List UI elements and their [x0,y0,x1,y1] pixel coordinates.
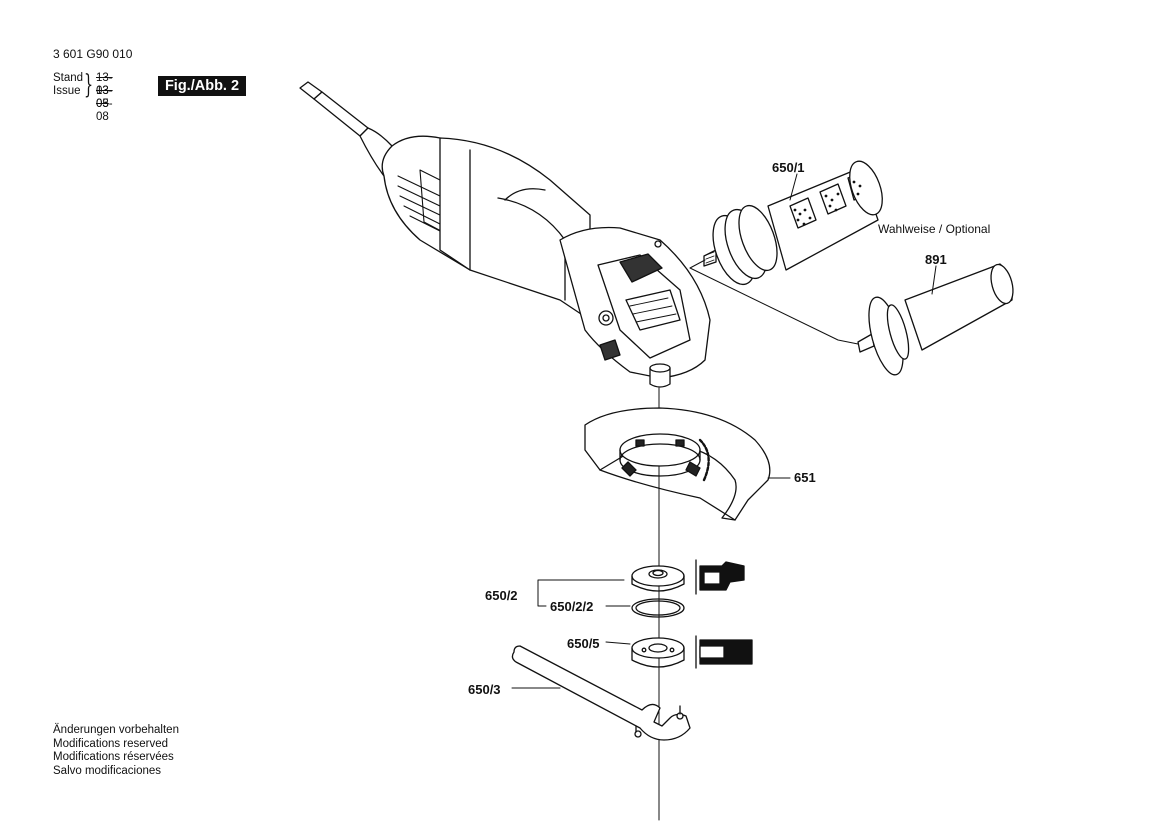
leader-650-2-2-bracket [537,595,547,607]
callout-650-1: 650/1 [772,160,805,175]
optional-note: Wahlweise / Optional [878,222,991,236]
brace-glyph: } [84,70,94,100]
leader-650-2 [537,579,625,597]
leader-891 [931,265,937,295]
modifications-note: Änderungen vorbehalten Modifications res… [53,724,179,778]
flange-650-2 [631,565,685,592]
callout-650-3: 650/3 [468,682,501,697]
issue-label: Issue [53,85,81,97]
callout-891: 891 [925,252,947,267]
side-handle-891 [857,263,1014,376]
callout-650-2-2: 650/2/2 [550,599,594,614]
issue-row: Issue [53,85,85,98]
stand-label: Stand [53,72,84,84]
footer-line-es: Salvo modificaciones [53,764,162,777]
side-handle-650-1 [703,160,883,286]
footer-line-en: Modifications reserved [53,737,169,750]
leader-650-5 [605,641,631,645]
part-number: 3 601 G90 010 [53,47,133,61]
leader-891-mount [689,267,859,345]
nut-650-5 [631,637,685,668]
stand-row: Stand [53,72,85,85]
callout-650-2: 650/2 [485,588,518,603]
issue-date: 13-03-08 [96,85,113,123]
leader-650-1 [789,173,798,201]
wrench-650-3 [511,645,691,741]
footer-line-de: Änderungen vorbehalten [53,724,179,736]
section-view-650-2 [695,559,745,595]
revision-block: Stand Issue [53,72,85,98]
callout-651: 651 [794,470,816,485]
guard-651 [584,407,771,521]
o-ring-inner [635,600,681,616]
stand-date: 13-03-05 [96,72,113,110]
o-ring-650-2-2 [631,598,685,618]
footer-line-fr: Modifications réservées [53,751,174,763]
section-view-650-5 [695,635,753,669]
figure-label: Fig./Abb. 2 [158,76,246,96]
grinder-body [299,81,711,388]
leader-650-1-mount [689,259,706,269]
callout-650-5: 650/5 [567,636,600,651]
